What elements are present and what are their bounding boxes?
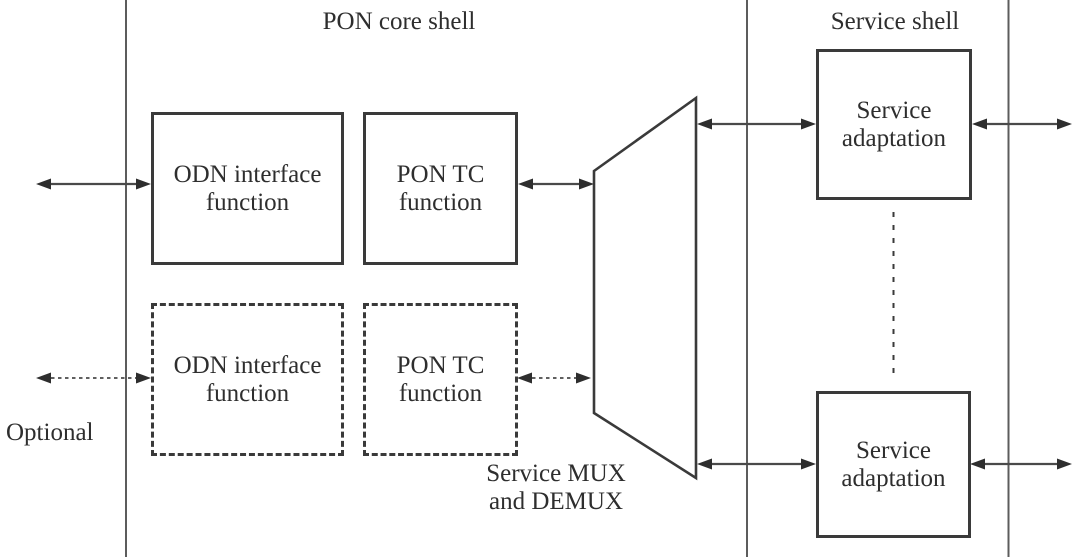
arrow-pontc-mux-optional: [517, 372, 591, 384]
odn-interface-function-box: ODN interface function: [151, 112, 344, 265]
pon-core-shell-title: PON core shell: [322, 8, 476, 35]
arrow-service-bottom-external: [970, 458, 1072, 470]
arrow-external-odn: [36, 178, 151, 190]
pon-tc-function-box: PON TC function: [363, 112, 518, 265]
arrow-mux-service-top: [697, 118, 816, 130]
service-shell-title: Service shell: [830, 8, 960, 35]
odn-interface-function-box-optional: ODN interface function: [151, 303, 344, 456]
arrow-external-odn-optional: [36, 372, 151, 384]
service-adaptation-box-bottom: Service adaptation: [816, 391, 971, 538]
arrow-mux-service-bottom: [697, 458, 816, 470]
service-mux-demux-label: Service MUX and DEMUX: [486, 460, 626, 515]
service-mux-trapezoid: [592, 95, 698, 481]
service-adaptation-box-top: Service adaptation: [816, 49, 972, 200]
pon-tc-function-box-optional: PON TC function: [363, 303, 518, 456]
arrow-pontc-mux: [518, 178, 594, 190]
optional-label: Optional: [6, 419, 94, 446]
arrow-service-top-external: [972, 118, 1072, 130]
